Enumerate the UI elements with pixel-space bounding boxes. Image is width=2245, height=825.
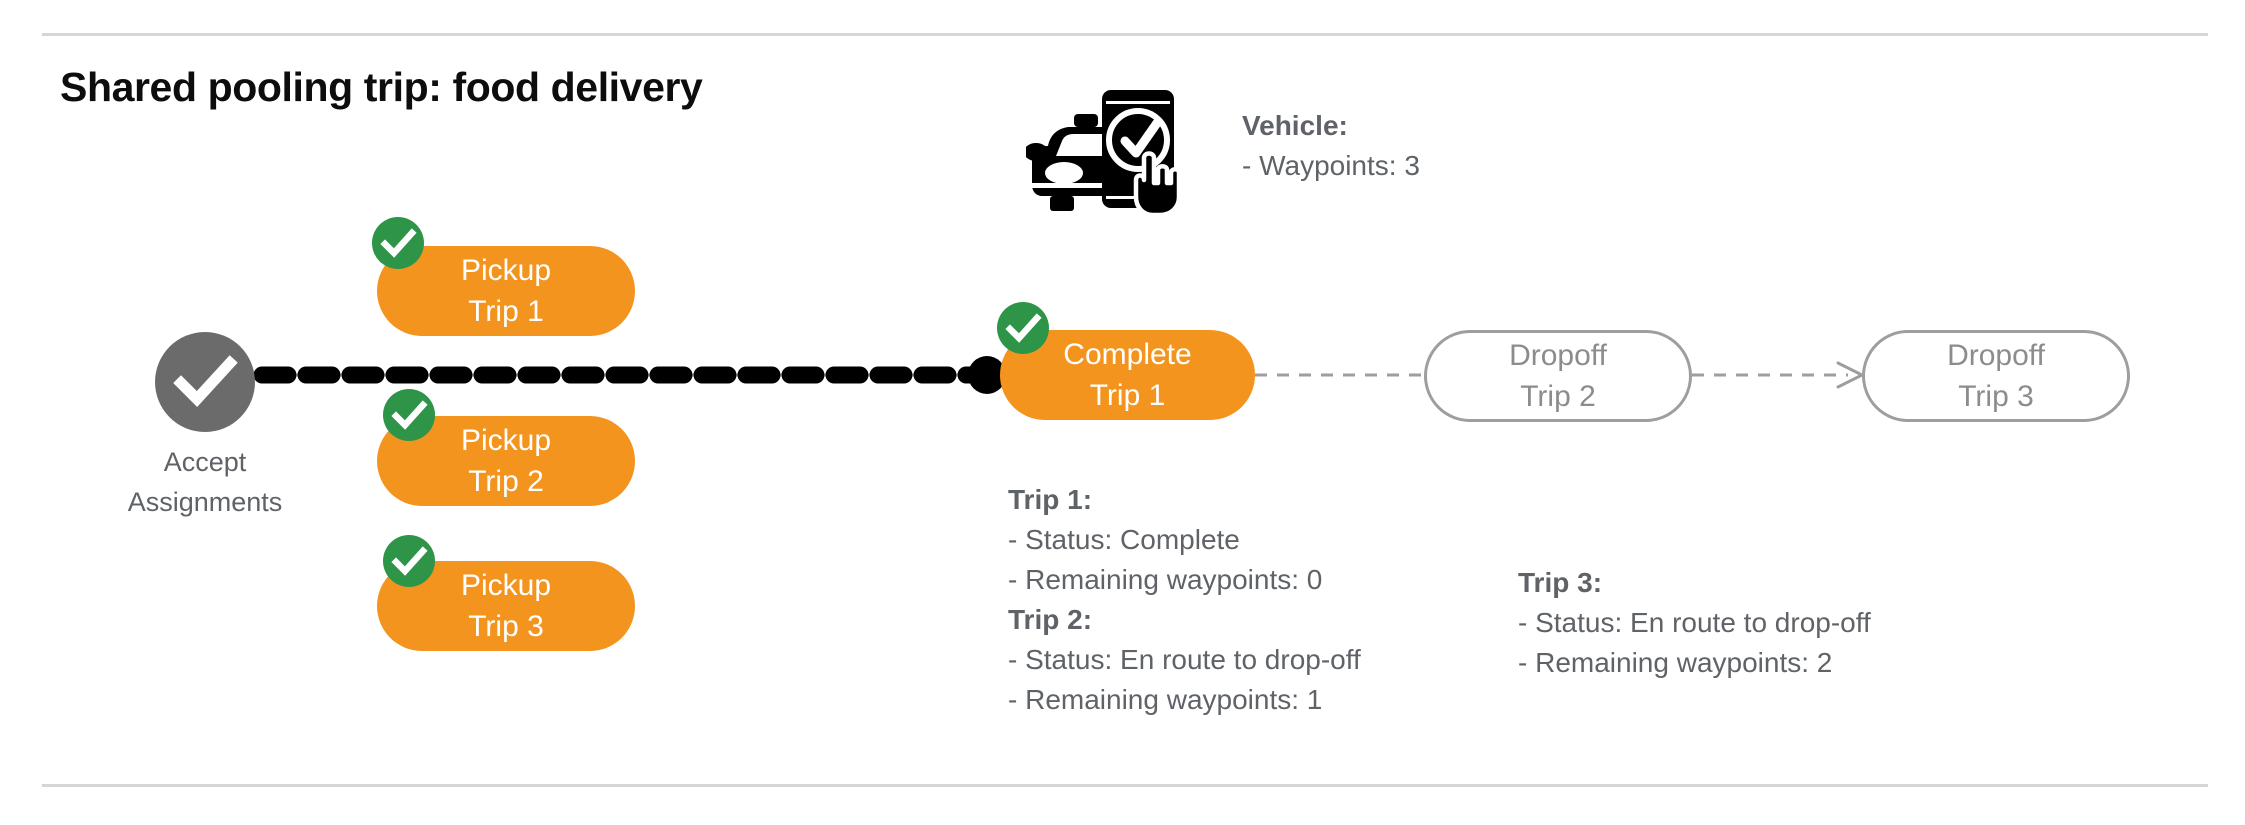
pickup-trip-3-check-badge: [383, 535, 435, 587]
divider-bottom: [42, 784, 2208, 787]
trip-2-waypoints: - Remaining waypoints: 1: [1008, 684, 1323, 715]
pickup-trip-2-line2: Trip 2: [468, 465, 544, 498]
complete-trip-1-line2: Trip 1: [1089, 379, 1166, 412]
pickup-trip-1-line1: Pickup: [460, 254, 552, 287]
node-dropoff-trip-3[interactable]: Dropoff Trip 3: [1862, 330, 2130, 422]
check-icon: [380, 228, 417, 258]
dropoff-trip-3-line2: Trip 3: [1958, 380, 2034, 413]
dropoff-trip-3-line1: Dropoff: [1947, 339, 2045, 372]
check-circle-icon: [173, 355, 238, 407]
vehicle-waypoints: - Waypoints: 3: [1242, 150, 1420, 181]
trip-1-waypoints: - Remaining waypoints: 0: [1008, 564, 1323, 595]
node-pickup-trip-2[interactable]: Pickup Trip 2: [377, 416, 635, 506]
pickup-trip-2-line1: Pickup: [460, 424, 552, 457]
pickup-trip-2-check-badge: [383, 389, 435, 441]
trip-2-heading: Trip 2:: [1008, 604, 1093, 635]
accept-assignments-label: Accept Assignments: [85, 442, 325, 522]
pickup-trip-1-line2: Trip 1: [468, 295, 544, 328]
pickup-trip-1-check-badge: [372, 217, 424, 269]
dropoff-trip-2-line1: Dropoff: [1509, 339, 1607, 372]
node-pickup-trip-1[interactable]: Pickup Trip 1: [377, 246, 635, 336]
check-icon: [391, 400, 428, 430]
accept-label-line2: Assignments: [127, 487, 283, 517]
trip-2-status: - Status: En route to drop-off: [1008, 644, 1361, 675]
node-dropoff-trip-2[interactable]: Dropoff Trip 2: [1424, 330, 1692, 422]
check-icon: [391, 546, 428, 576]
car-phone-check-icon-svg: [1024, 90, 1182, 218]
check-icon: [1005, 313, 1042, 343]
divider-top: [42, 33, 2208, 36]
trip-1-2-info-block: Trip 1: - Status: Complete - Remaining w…: [1008, 480, 1361, 720]
accept-check-circle: [155, 332, 255, 432]
vehicle-heading: Vehicle:: [1242, 110, 1348, 141]
page-title: Shared pooling trip: food delivery: [60, 64, 703, 110]
car-phone-check-icon: [1024, 84, 1184, 218]
trip-3-info-block: Trip 3: - Status: En route to drop-off -…: [1518, 563, 1871, 683]
complete-trip-1-line1: Complete: [1063, 338, 1192, 371]
accept-label-line1: Accept: [163, 447, 247, 477]
trip-1-heading: Trip 1:: [1008, 484, 1093, 515]
pickup-trip-3-line2: Trip 3: [468, 610, 544, 643]
trip-3-waypoints: - Remaining waypoints: 2: [1518, 647, 1833, 678]
complete-trip-1-check-badge: [997, 302, 1049, 354]
dropoff-trip-2-line2: Trip 2: [1520, 380, 1596, 413]
trip-1-status: - Status: Complete: [1008, 524, 1240, 555]
node-accept-assignments[interactable]: Accept Assignments: [128, 332, 282, 517]
pickup-trip-3-line1: Pickup: [460, 569, 552, 602]
vehicle-info-block: Vehicle: - Waypoints: 3: [1242, 106, 1420, 186]
trip-3-heading: Trip 3:: [1518, 567, 1603, 598]
trip-3-status: - Status: En route to drop-off: [1518, 607, 1871, 638]
